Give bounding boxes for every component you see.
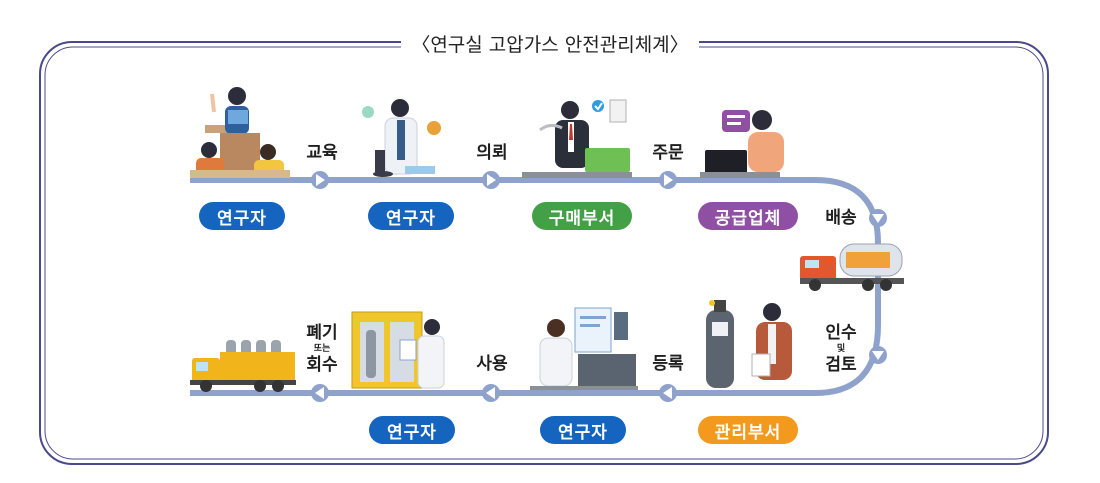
cylinder-truck-icon xyxy=(190,340,296,392)
gas-cabinet-researcher-icon xyxy=(351,311,445,389)
receive-line2: 검토 xyxy=(825,355,857,375)
step-label-dispose: 폐기 또는 회수 xyxy=(300,322,344,376)
arrow-request xyxy=(482,171,500,189)
computer-researcher-icon xyxy=(530,307,638,390)
receive-line1: 인수 xyxy=(825,323,857,343)
step-label-receive: 인수 및 검토 xyxy=(818,322,864,376)
arrow-dispose xyxy=(311,384,329,402)
dispose-line1: 폐기 xyxy=(306,323,338,343)
badge-supplier: 공급업체 xyxy=(698,202,798,230)
step-label-order: 주문 xyxy=(652,143,684,163)
badge-researcher-request: 연구자 xyxy=(368,202,454,230)
badge-management-dept: 관리부서 xyxy=(698,416,798,444)
receive-and: 및 xyxy=(836,344,846,354)
arrow-register xyxy=(659,384,677,402)
badge-researcher-register: 연구자 xyxy=(540,416,626,444)
tanker-truck-icon xyxy=(800,243,904,291)
scientist-icon xyxy=(362,99,441,177)
supplier-operator-icon xyxy=(700,110,784,178)
arrow-education xyxy=(311,171,329,189)
step-label-register: 등록 xyxy=(652,354,684,374)
arrow-receive xyxy=(869,346,887,364)
diagram-title: 〈연구실 고압가스 안전관리체계〉 xyxy=(0,30,1100,57)
step-label-delivery: 배송 xyxy=(825,208,857,228)
badge-researcher-use: 연구자 xyxy=(369,416,455,444)
step-label-use: 사용 xyxy=(476,354,508,374)
arrow-order xyxy=(659,171,677,189)
step-label-request: 의뢰 xyxy=(476,143,508,163)
step-label-education: 교육 xyxy=(306,143,338,163)
badge-researcher-education: 연구자 xyxy=(199,202,285,230)
badge-purchase-dept: 구매부서 xyxy=(532,202,632,230)
dispose-or: 또는 xyxy=(313,344,331,354)
lecturer-icon xyxy=(190,87,290,178)
arrow-delivery xyxy=(869,209,887,227)
arrow-use xyxy=(482,384,500,402)
inspector-cylinder-icon xyxy=(706,300,792,388)
purchase-officer-icon xyxy=(522,99,632,178)
dispose-line2: 회수 xyxy=(306,355,338,375)
